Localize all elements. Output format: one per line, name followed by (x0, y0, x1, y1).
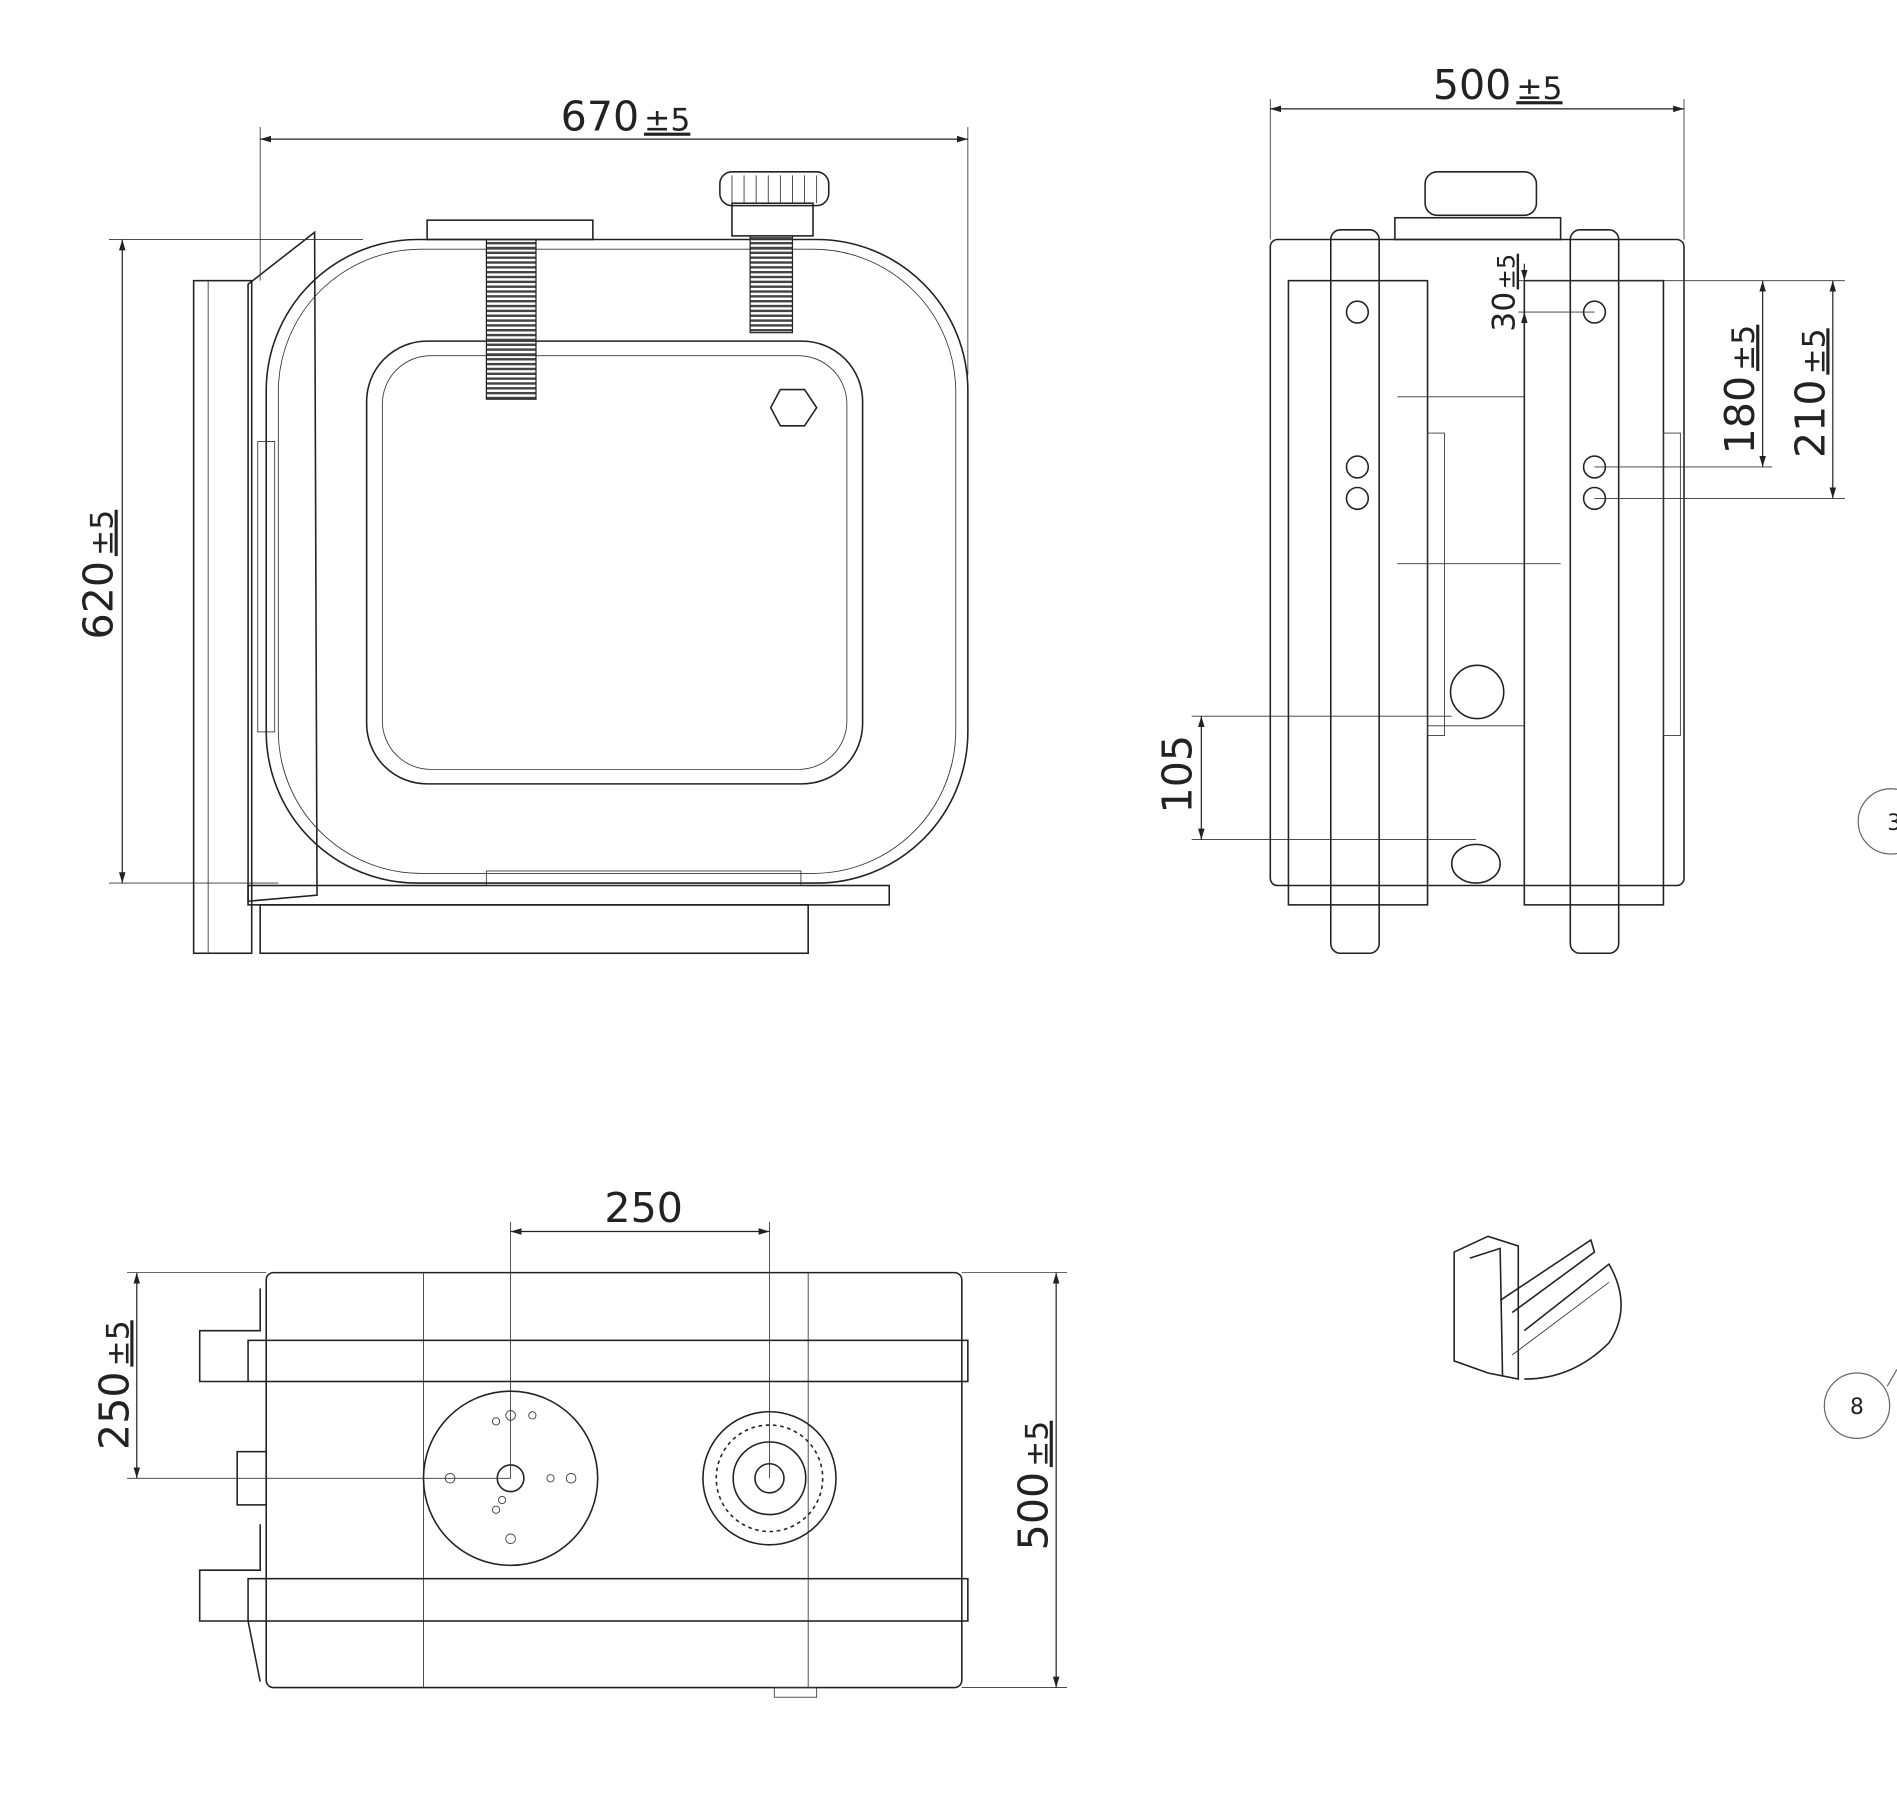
bracket-top (198, 1288, 261, 1383)
side-width-dimension-label: 500±5 (1433, 61, 1563, 109)
outlet-port (1449, 664, 1505, 720)
svg-text:8: 8 (1850, 1395, 1864, 1420)
svg-text:3: 3 (1887, 811, 1897, 836)
balloon-8: 8 (1823, 1369, 1897, 1439)
base-plate (259, 904, 809, 955)
channel-right (1523, 279, 1665, 906)
tank-bottom (265, 1271, 963, 1689)
balloon-3: 3 (1857, 788, 1897, 855)
drain-port (1450, 843, 1501, 884)
hole-dimension-180-label: 180±5 (1716, 325, 1764, 455)
side-view: 500±5 30±5 180±5 210±5 105 (1154, 61, 1845, 955)
side-plate (247, 230, 318, 903)
filler-cap (719, 170, 830, 207)
tank-body (265, 238, 969, 884)
mount-hole (1345, 455, 1370, 479)
strap-left (1329, 229, 1380, 955)
front-view: 670±5 620±5 (75, 93, 969, 955)
channel-left (1287, 279, 1429, 906)
detail-view-bracket (1453, 1235, 1622, 1381)
bracket-bottom (198, 1524, 261, 1682)
mount-hole (1345, 486, 1370, 511)
strap-right (1569, 229, 1620, 955)
mounting-bracket (192, 279, 253, 955)
filler-pipe (485, 238, 537, 400)
port-offset-dimension-label: 250±5 (90, 1320, 138, 1450)
filler-cap-side (1424, 170, 1538, 217)
hole-dimension-210-label: 210±5 (1786, 328, 1834, 458)
vent-pipe (749, 235, 794, 334)
cap-base (1394, 216, 1562, 241)
width-dimension-label: 670±5 (561, 93, 691, 141)
drain-nut (769, 388, 818, 427)
mount-hole (1345, 300, 1370, 324)
tank-recess (365, 340, 864, 785)
strap-bottom (247, 1577, 969, 1622)
outlet-dimension-label: 105 (1154, 735, 1202, 814)
top-plate (426, 219, 594, 241)
strap-top (247, 1339, 969, 1383)
tank-side (1269, 238, 1685, 887)
base-rail (247, 884, 891, 906)
hole-offset-dimension-label: 30±5 (1487, 254, 1523, 332)
bottom-view: 250 250±5 500±5 (90, 1184, 1068, 1698)
depth-dimension-label: 500±5 (1010, 1421, 1058, 1551)
port-spacing-dimension-label: 250 (604, 1184, 683, 1232)
height-dimension-label: 620±5 (75, 510, 123, 640)
cap-neck (731, 202, 814, 237)
